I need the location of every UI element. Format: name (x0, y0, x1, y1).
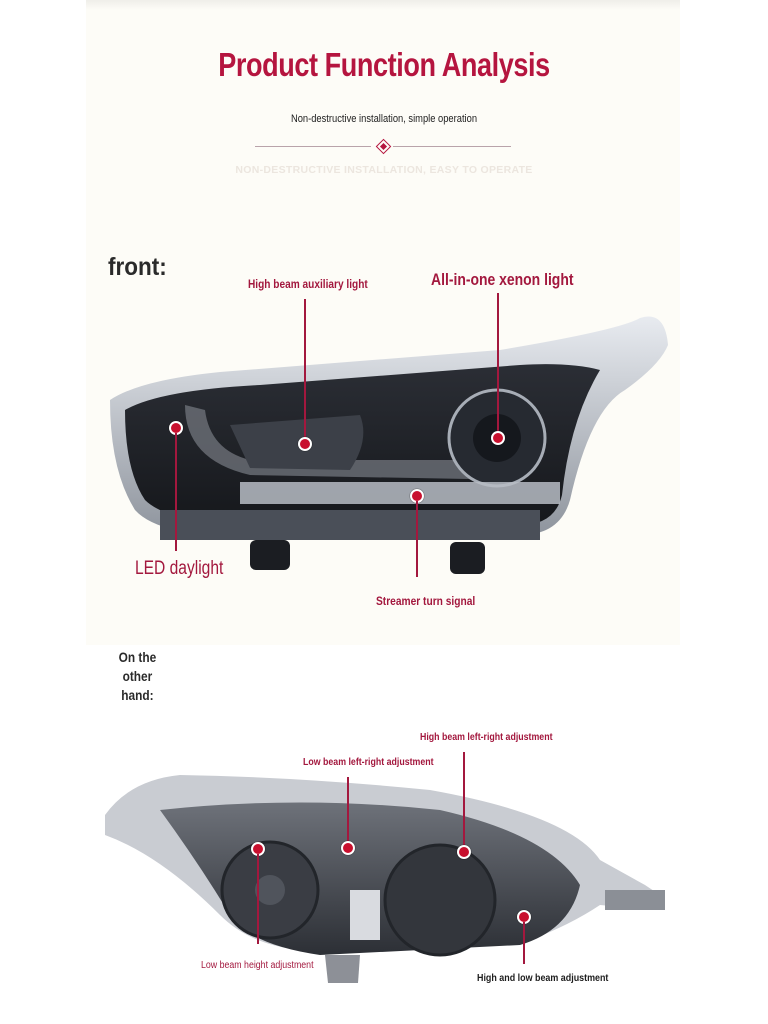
back-headlight-image (105, 775, 665, 983)
callout-dot (457, 845, 471, 859)
callout-dot (298, 437, 312, 451)
back-label-line2: hand: (121, 688, 154, 703)
callout-line (347, 777, 349, 843)
callout-line (416, 501, 418, 577)
callout-dot (491, 431, 505, 445)
callout-dot (341, 841, 355, 855)
page-subtitle: Non-destructive installation, simple ope… (290, 113, 478, 125)
callout-high-and-low-beam-adjustment: High and low beam adjustment (477, 972, 609, 984)
callout-high-beam-left-right-adjustment: High beam left-right adjustment (420, 732, 553, 743)
callout-high-beam-auxiliary-light: High beam auxiliary light (248, 279, 368, 291)
back-section-label: On the other hand: (104, 648, 171, 705)
divider-right (393, 146, 511, 147)
callout-line (497, 293, 499, 433)
back-label-line1: On the other (118, 650, 157, 684)
callout-line (523, 922, 525, 964)
ghost-subtitle: NON-DESTRUCTIVE INSTALLATION, EASY TO OP… (235, 164, 533, 176)
page-title: Product Function Analysis (218, 46, 550, 83)
panel-top-shadow (86, 0, 680, 10)
callout-line (304, 299, 306, 439)
front-section-label: front: (108, 253, 167, 281)
callout-line (257, 854, 259, 944)
callout-low-beam-height-adjustment: Low beam height adjustment (201, 960, 314, 971)
callout-all-in-one-xenon-light: All-in-one xenon light (431, 270, 574, 289)
callout-streamer-turn-signal: Streamer turn signal (376, 594, 476, 608)
callout-line (175, 433, 177, 551)
front-headlight-image (110, 316, 668, 574)
callout-low-beam-left-right-adjustment: Low beam left-right adjustment (303, 757, 434, 768)
callout-line (463, 752, 465, 846)
divider-left (255, 146, 371, 147)
callout-led-daylight: LED daylight (135, 558, 224, 579)
